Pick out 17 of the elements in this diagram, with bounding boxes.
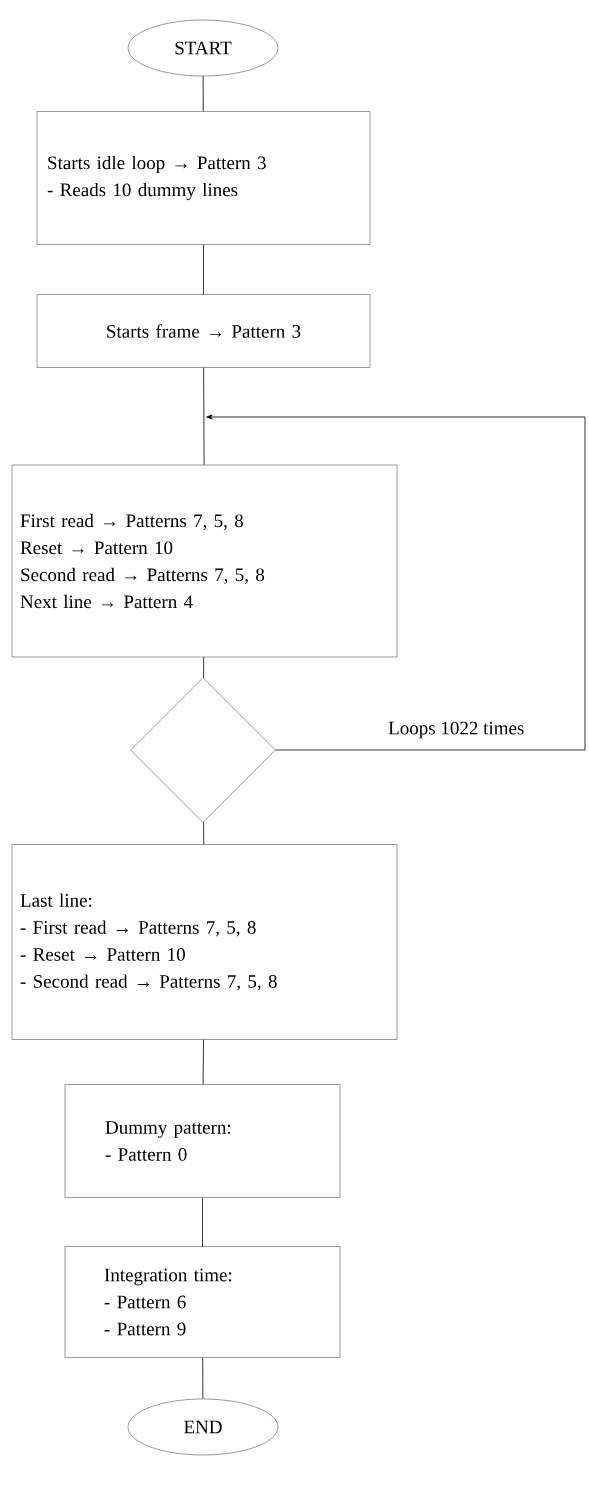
- process-box: First read → Patterns 7, 5, 8 Reset → Pattern 10 Second read → Patterns 7, 5, 8 Next line → Pattern 4: [11, 464, 398, 658]
- connector-line: [203, 821, 205, 845]
- arrow: [206, 414, 586, 751]
- connector-line: [203, 656, 205, 679]
- connector-line: [202, 1197, 203, 1247]
- decision-diamond: [130, 677, 276, 823]
- process-box: Starts frame → Pattern 3: [36, 294, 371, 368]
- process-box: Last line: - First read → Patterns 7, 5, 8 - Reset → Pattern 10 - Second read → Patterns 7, 5, 8: [11, 844, 398, 1040]
- process-box: Starts idle loop → Pattern 3 - Reads 10 dummy lines: [36, 111, 371, 245]
- connector-line: [203, 367, 205, 466]
- edge-label: Loops 1022 times: [386, 719, 527, 741]
- connector-line: [203, 244, 204, 295]
- connector-line: [202, 1357, 204, 1400]
- process-box: Integration time: - Pattern 6 - Pattern 9: [64, 1246, 341, 1358]
- connector-line: [202, 1039, 204, 1085]
- process-box: Dummy pattern: - Pattern 0: [64, 1084, 341, 1198]
- connector-line: [202, 75, 204, 112]
